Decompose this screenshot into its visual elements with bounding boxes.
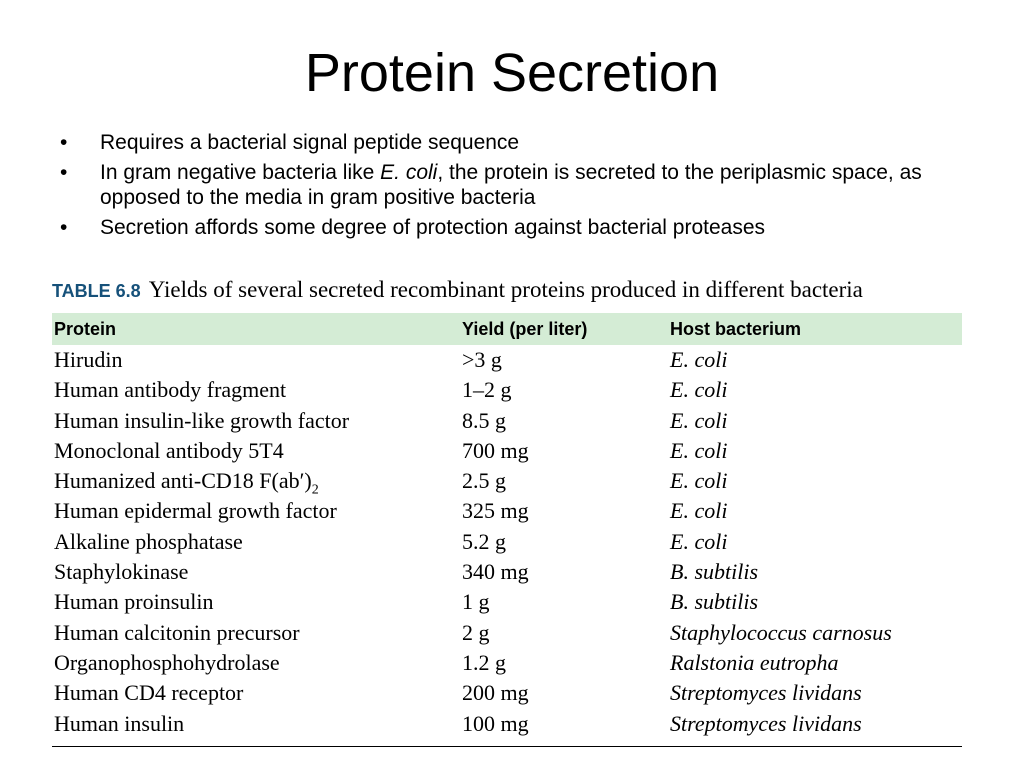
host-cell: Streptomyces lividans	[670, 710, 862, 736]
column-header-host: Host bacterium	[670, 319, 802, 339]
table-row: Monoclonal antibody 5T4 700 mg E. coli	[52, 436, 962, 466]
table-row: Human antibody fragment 1–2 g E. coli	[52, 375, 962, 405]
table-row: Human proinsulin 1 g B. subtilis	[52, 587, 962, 617]
table-row: Human insulin-like growth factor 8.5 g E. …	[52, 406, 962, 436]
yield-cell: >3 g	[462, 347, 502, 372]
yield-cell: 5.2 g	[462, 528, 506, 554]
bullet-dot: •	[60, 161, 68, 184]
protein-cell: Human insulin-like growth factor	[54, 407, 350, 433]
protein-subscript: 2	[311, 482, 319, 498]
host-cell: E. coli	[670, 528, 728, 554]
table-caption-text: Yields of several secreted recombinant p…	[148, 277, 863, 302]
protein-cell: Human proinsulin	[54, 589, 214, 615]
host-cell: E. coli	[670, 468, 728, 494]
table-header-row: Protein Yield (per liter) Host bacterium	[52, 313, 962, 345]
bullet-item: • Secretion affords some degree of prote…	[57, 215, 957, 240]
host-cell: Ralstonia eutropha	[670, 649, 839, 675]
protein-cell: Human CD4 receptor	[54, 680, 244, 706]
bullet-text: Secretion affords some degree of protect…	[100, 216, 766, 239]
bullet-dot: •	[60, 131, 68, 154]
table-row: Alkaline phosphatase 5.2 g E. coli	[52, 527, 962, 557]
bullet-item: • In gram negative bacteria like E. coli…	[57, 160, 957, 210]
table-row: Organophosphohydrolase 1.2 g Ralstonia eut…	[52, 648, 962, 678]
table-body: Hirudin >3 g E. coli Human antibody fragme…	[52, 345, 962, 739]
yield-cell: 1.2 g	[462, 649, 506, 675]
yield-cell: 100 mg	[462, 710, 529, 736]
table-row: Human CD4 receptor 200 mg Streptomyces liv…	[52, 678, 962, 708]
yield-cell: 325 mg	[462, 498, 529, 524]
table-bottom-rule	[52, 746, 962, 747]
yield-cell: 700 mg	[462, 437, 529, 463]
protein-cell: Human epidermal growth factor	[54, 498, 337, 524]
yield-cell: 200 mg	[462, 680, 529, 706]
protein-cell: Staphylokinase	[54, 559, 189, 585]
host-cell: E. coli	[670, 377, 728, 403]
table-caption: TABLE 6.8 Yields of several secreted reco…	[52, 275, 972, 306]
host-cell: B. subtilis	[670, 589, 759, 615]
host-cell: E. coli	[670, 407, 728, 433]
protein-cell: Human insulin	[54, 710, 185, 736]
yield-cell: 1 g	[462, 589, 490, 615]
yield-cell: 8.5 g	[462, 407, 506, 433]
table-row: Human epidermal growth factor 325 mg E. co…	[52, 496, 962, 526]
bullet-dot: •	[60, 216, 68, 239]
yield-cell: 2 g	[462, 619, 490, 645]
protein-cell: Hirudin	[54, 347, 123, 372]
host-cell: E. coli	[670, 437, 728, 463]
slide-title: Protein Secretion	[304, 43, 720, 103]
bullet-item: • Requires a bacterial signal peptide se…	[57, 130, 957, 155]
host-cell: E. coli	[670, 498, 728, 524]
table-row: Human calcitonin precursor 2 g Staphylococ…	[52, 618, 962, 648]
table-row: Hirudin >3 g E. coli	[52, 345, 962, 375]
column-header-protein: Protein	[54, 319, 117, 339]
bullet-text-pre: In gram negative bacteria like	[100, 161, 381, 184]
yield-cell: 340 mg	[462, 559, 529, 585]
table-row: Staphylokinase 340 mg B. subtilis	[52, 557, 962, 587]
protein-cell: Humanized anti-CD18 F(ab′)2	[54, 466, 319, 505]
table-row: Humanized anti-CD18 F(ab′)2 2.5 g E. coli	[52, 466, 962, 497]
bullet-list: • Requires a bacterial signal peptide se…	[57, 130, 957, 245]
column-header-yield: Yield (per liter)	[462, 319, 588, 339]
host-cell: B. subtilis	[670, 559, 759, 585]
protein-cell: Human calcitonin precursor	[54, 619, 300, 645]
host-cell: Streptomyces lividans	[670, 680, 862, 706]
bullet-text-emphasis: E. coli	[380, 161, 438, 184]
host-cell: E. coli	[670, 347, 728, 372]
bullet-text: Requires a bacterial signal peptide sequ…	[100, 131, 520, 154]
protein-cell: Monoclonal antibody 5T4	[54, 437, 284, 463]
table-number: TABLE 6.8	[52, 281, 141, 301]
yield-cell: 2.5 g	[462, 468, 506, 494]
table-row: Human insulin 100 mg Streptomyces lividans	[52, 709, 962, 739]
protein-name: Humanized anti-CD18 F(ab′)	[54, 468, 312, 494]
protein-cell: Human antibody fragment	[54, 377, 287, 403]
protein-cell: Alkaline phosphatase	[54, 528, 243, 554]
yield-cell: 1–2 g	[462, 377, 512, 403]
bullet-text-post: , the protein is secreted to the peripla…	[100, 161, 922, 209]
host-cell: Staphylococcus carnosus	[670, 619, 892, 645]
protein-cell: Organophosphohydrolase	[54, 649, 280, 675]
